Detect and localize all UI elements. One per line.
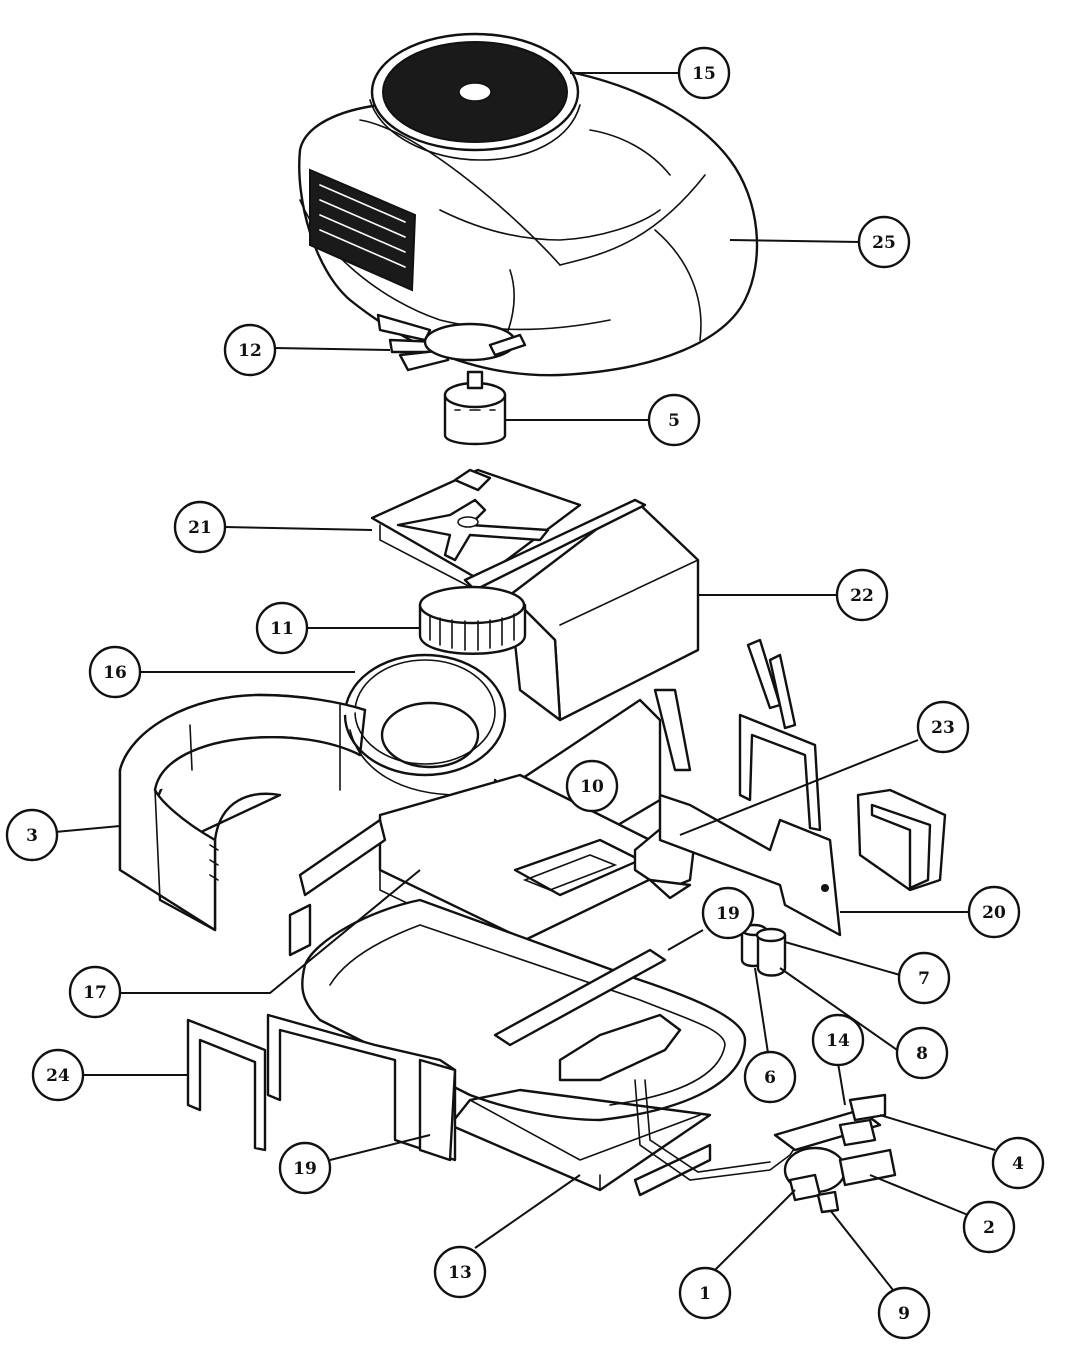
callout-1: 1 bbox=[678, 1266, 732, 1320]
svg-text:13: 13 bbox=[448, 1263, 472, 1283]
upright-brackets bbox=[738, 638, 947, 892]
callout-22: 22 bbox=[835, 568, 889, 622]
callout-20: 20 bbox=[967, 885, 1021, 939]
svg-text:19: 19 bbox=[293, 1159, 317, 1179]
callout-11: 11 bbox=[255, 601, 309, 655]
callout-12: 12 bbox=[223, 323, 277, 377]
support-bracket-left bbox=[186, 1018, 267, 1152]
callout-15: 15 bbox=[677, 46, 731, 100]
callout-8: 8 bbox=[895, 1026, 949, 1080]
svg-text:25: 25 bbox=[872, 233, 896, 253]
callout-16: 16 bbox=[88, 645, 142, 699]
svg-text:24: 24 bbox=[46, 1066, 70, 1086]
motor bbox=[443, 370, 507, 446]
callout-17: 17 bbox=[68, 965, 122, 1019]
svg-text:4: 4 bbox=[1012, 1154, 1024, 1174]
callout-10: 10 bbox=[565, 759, 619, 813]
shroud-cover bbox=[298, 68, 759, 377]
callout-9: 9 bbox=[877, 1286, 931, 1340]
svg-text:20: 20 bbox=[982, 903, 1006, 923]
blower-wheel bbox=[418, 585, 527, 655]
callout-19-lower: 19 bbox=[278, 1141, 332, 1195]
side-grille bbox=[309, 168, 417, 292]
callout-2: 2 bbox=[962, 1200, 1016, 1254]
svg-text:22: 22 bbox=[850, 586, 874, 606]
capacitors bbox=[740, 923, 787, 977]
callout-23: 23 bbox=[916, 700, 970, 754]
callout-4: 4 bbox=[991, 1136, 1045, 1190]
svg-text:23: 23 bbox=[931, 718, 955, 738]
callout-25: 25 bbox=[857, 215, 911, 269]
svg-text:11: 11 bbox=[270, 619, 294, 639]
svg-text:21: 21 bbox=[188, 518, 212, 538]
svg-text:9: 9 bbox=[898, 1304, 910, 1324]
svg-text:8: 8 bbox=[916, 1044, 928, 1064]
svg-text:14: 14 bbox=[826, 1031, 850, 1051]
drain-pan-ring bbox=[343, 653, 507, 796]
svg-text:10: 10 bbox=[580, 777, 604, 797]
callout-13: 13 bbox=[433, 1245, 487, 1299]
svg-text:12: 12 bbox=[238, 341, 262, 361]
curved-wall-panel bbox=[118, 693, 367, 932]
callout-24: 24 bbox=[31, 1048, 85, 1102]
callout-14: 14 bbox=[811, 1013, 865, 1067]
svg-text:3: 3 bbox=[26, 826, 38, 846]
svg-text:2: 2 bbox=[983, 1218, 995, 1238]
base-pan bbox=[288, 773, 692, 962]
bulkhead-panel bbox=[658, 793, 842, 937]
callout-3: 3 bbox=[5, 808, 59, 862]
svg-text:1: 1 bbox=[699, 1284, 711, 1304]
svg-text:7: 7 bbox=[918, 969, 930, 989]
svg-text:19: 19 bbox=[716, 904, 740, 924]
svg-text:15: 15 bbox=[692, 64, 716, 84]
svg-text:16: 16 bbox=[103, 663, 127, 683]
callout-5: 5 bbox=[647, 393, 701, 447]
svg-text:6: 6 bbox=[764, 1068, 776, 1088]
callout-6: 6 bbox=[743, 1050, 797, 1104]
compressor-assembly bbox=[634, 1079, 897, 1214]
callout-7: 7 bbox=[897, 951, 951, 1005]
fan-grille bbox=[369, 32, 581, 161]
svg-text:5: 5 bbox=[668, 411, 680, 431]
callout-19-upper: 19 bbox=[701, 886, 755, 940]
callout-21: 21 bbox=[173, 500, 227, 554]
leader-lines bbox=[54, 72, 996, 1291]
svg-text:17: 17 bbox=[83, 983, 107, 1003]
fan-blade bbox=[376, 313, 527, 372]
